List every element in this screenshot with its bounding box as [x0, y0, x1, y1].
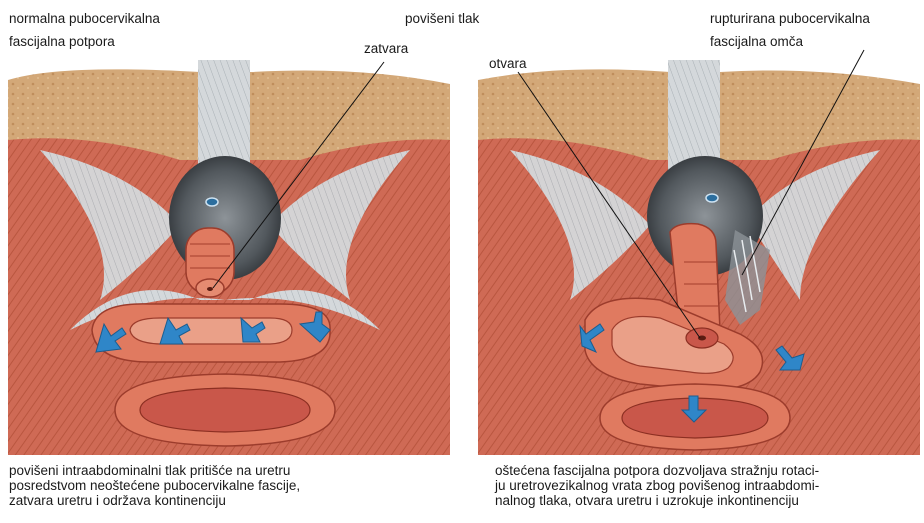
caption-left-line3: zatvara uretru i održava kontinenciju: [9, 493, 226, 508]
left-panel-illustration: [8, 60, 450, 455]
caption-left-line1: povišeni intraabdominalni tlak pritišće …: [9, 463, 290, 478]
caption-right-line1: oštećena fascijalna potpora dozvoljava s…: [495, 463, 819, 478]
caption-left-line2: posredstvom neoštećene pubocervikalne fa…: [9, 478, 300, 493]
right-panel-illustration: [478, 50, 920, 455]
caption-right-line3: nalnog tlaka, otvara uretru i uzrokuje i…: [495, 493, 799, 508]
caption-right-line2: ju uretrovezikalnog vrata zbog povišenog…: [495, 478, 819, 493]
